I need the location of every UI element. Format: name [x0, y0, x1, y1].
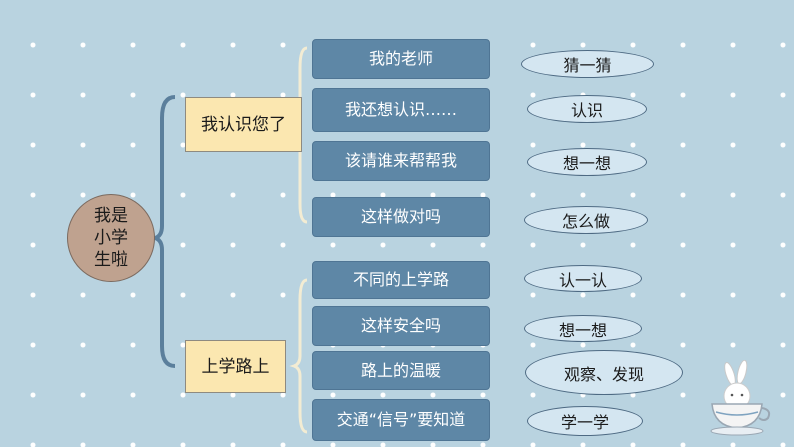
root-brace [147, 95, 176, 368]
tag-label: 认识 [570, 101, 603, 120]
item-node-1-2: 我还想认识…… [312, 88, 490, 132]
branch-2-brace [289, 278, 308, 434]
topic-label: 上学路上 [201, 356, 270, 377]
tag-pill-1-2: 认识 [527, 95, 647, 123]
item-label: 不同的上学路 [352, 270, 449, 289]
tag-pill-1-1: 猜一猜 [521, 50, 654, 78]
item-label: 这样做对吗 [360, 207, 441, 226]
tag-label: 想一想 [558, 320, 607, 340]
item-node-1-3: 该请谁来帮帮我 [312, 141, 490, 181]
topic-node-2: 上学路上 [185, 340, 286, 393]
item-label: 交通“信号”要知道 [336, 410, 466, 429]
root-label: 我是小学生啦 [94, 206, 128, 270]
item-label: 我还想认识…… [344, 100, 457, 119]
tag-pill-2-2: 想一想 [524, 315, 642, 342]
tag-pill-2-4: 学一学 [527, 406, 643, 436]
topic-node-1: 我认识您了 [185, 97, 302, 152]
item-label: 路上的温暖 [360, 360, 441, 380]
item-node-2-2: 这样安全吗 [312, 306, 490, 346]
tag-pill-2-1: 认一认 [524, 265, 642, 292]
item-node-2-1: 不同的上学路 [312, 261, 490, 299]
tag-pill-1-4: 怎么做 [524, 206, 648, 234]
item-label: 我的老师 [368, 49, 433, 68]
tag-label: 观察、发现 [563, 364, 644, 384]
tag-label: 想一想 [562, 154, 611, 173]
item-node-1-4: 这样做对吗 [312, 197, 490, 237]
tag-pill-1-3: 想一想 [527, 148, 647, 176]
tag-label: 怎么做 [561, 212, 610, 231]
rabbit-in-teacup-icon [710, 360, 771, 436]
topic-label: 我认识您了 [201, 114, 286, 135]
item-node-2-4: 交通“信号”要知道 [312, 399, 490, 441]
root-node: 我是小学生啦 [67, 194, 155, 282]
item-label: 该请谁来帮帮我 [344, 151, 457, 170]
item-label: 这样安全吗 [360, 316, 441, 335]
tag-label: 认一认 [558, 270, 607, 290]
tag-label: 学一学 [560, 413, 609, 432]
tag-pill-2-3: 观察、发现 [525, 350, 683, 395]
item-node-2-3: 路上的温暖 [312, 351, 490, 390]
tag-label: 猜一猜 [563, 56, 612, 75]
item-node-1-1: 我的老师 [312, 39, 490, 79]
